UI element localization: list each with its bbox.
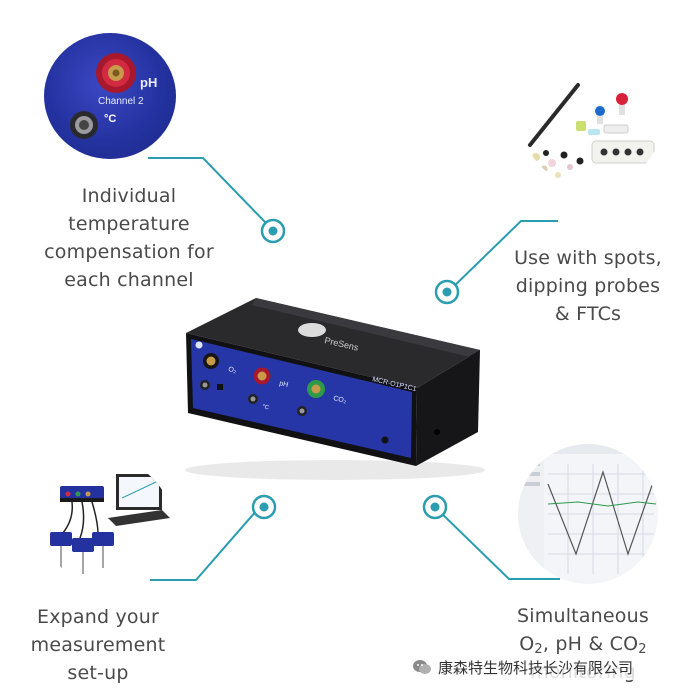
device-port-co2-label: CO₂ bbox=[333, 395, 348, 405]
caption-line: measurement bbox=[30, 634, 166, 656]
device-port-degc-label: °C bbox=[262, 404, 271, 412]
port-aux bbox=[381, 436, 389, 444]
caption-line: dipping probes bbox=[515, 275, 661, 297]
caption-line: Individual bbox=[81, 185, 177, 207]
caption-line: Expand your bbox=[36, 606, 160, 628]
connector-closeup-image: pH Channel 2 °C bbox=[44, 33, 176, 159]
device-logo-small-icon bbox=[195, 341, 203, 349]
caption-line: set-up bbox=[67, 662, 129, 684]
caption-line: temperature bbox=[68, 213, 190, 235]
target-marker-bottom-right bbox=[422, 494, 448, 520]
caption-line: compensation for bbox=[44, 241, 214, 263]
caption-line-gases: O2, pH & CO2 bbox=[519, 633, 647, 657]
device-logo-icon bbox=[298, 323, 326, 337]
caption-line: Use with spots, bbox=[514, 247, 662, 269]
line-top-right bbox=[447, 220, 558, 293]
celsius-label: °C bbox=[104, 113, 117, 125]
port-co2 bbox=[297, 380, 325, 416]
expanded-setup-image bbox=[44, 460, 172, 588]
caption-line: & FTCs bbox=[554, 303, 622, 325]
caption-line: each channel bbox=[64, 269, 194, 291]
watermark-text: 康森特生物科技长沙有限公司 bbox=[438, 658, 634, 677]
target-marker-bottom-left bbox=[251, 494, 277, 520]
port-ph bbox=[248, 367, 271, 404]
channel-label: Channel 2 bbox=[98, 96, 144, 107]
device-port-ph-label: pH bbox=[279, 380, 289, 389]
line-bottom-left bbox=[150, 509, 258, 581]
connector-closeup-drawing bbox=[70, 53, 136, 139]
caption-line: Simultaneous bbox=[517, 605, 649, 627]
caption-temperature-compensation: Individual temperature compensation for … bbox=[34, 182, 224, 294]
port-o2 bbox=[200, 353, 223, 390]
ph-label: pH bbox=[140, 75, 158, 90]
software-monitoring-image bbox=[518, 444, 658, 584]
target-marker-top-right bbox=[434, 279, 460, 305]
device-front-panel bbox=[191, 339, 412, 458]
caption-spots-probes: Use with spots, dipping probes & FTCs bbox=[500, 244, 676, 328]
line-bottom-right bbox=[436, 508, 560, 580]
caption-expand-setup: Expand your measurement set-up bbox=[16, 603, 180, 687]
sensor-accessories-image bbox=[522, 57, 662, 187]
device-side bbox=[416, 350, 480, 466]
line-top-left bbox=[148, 157, 266, 223]
expanded-setup-drawing bbox=[50, 474, 170, 574]
sensor-accessories-drawing bbox=[528, 83, 655, 178]
device-port-o2-label: O₂ bbox=[228, 366, 238, 375]
port-side bbox=[434, 429, 440, 435]
target-marker-top-left bbox=[260, 218, 286, 244]
watermark: 康森特生物科技长沙有限公司 bbox=[412, 654, 696, 680]
device-top bbox=[186, 298, 480, 388]
wechat-icon bbox=[413, 660, 431, 674]
device-top-shade bbox=[252, 298, 480, 358]
